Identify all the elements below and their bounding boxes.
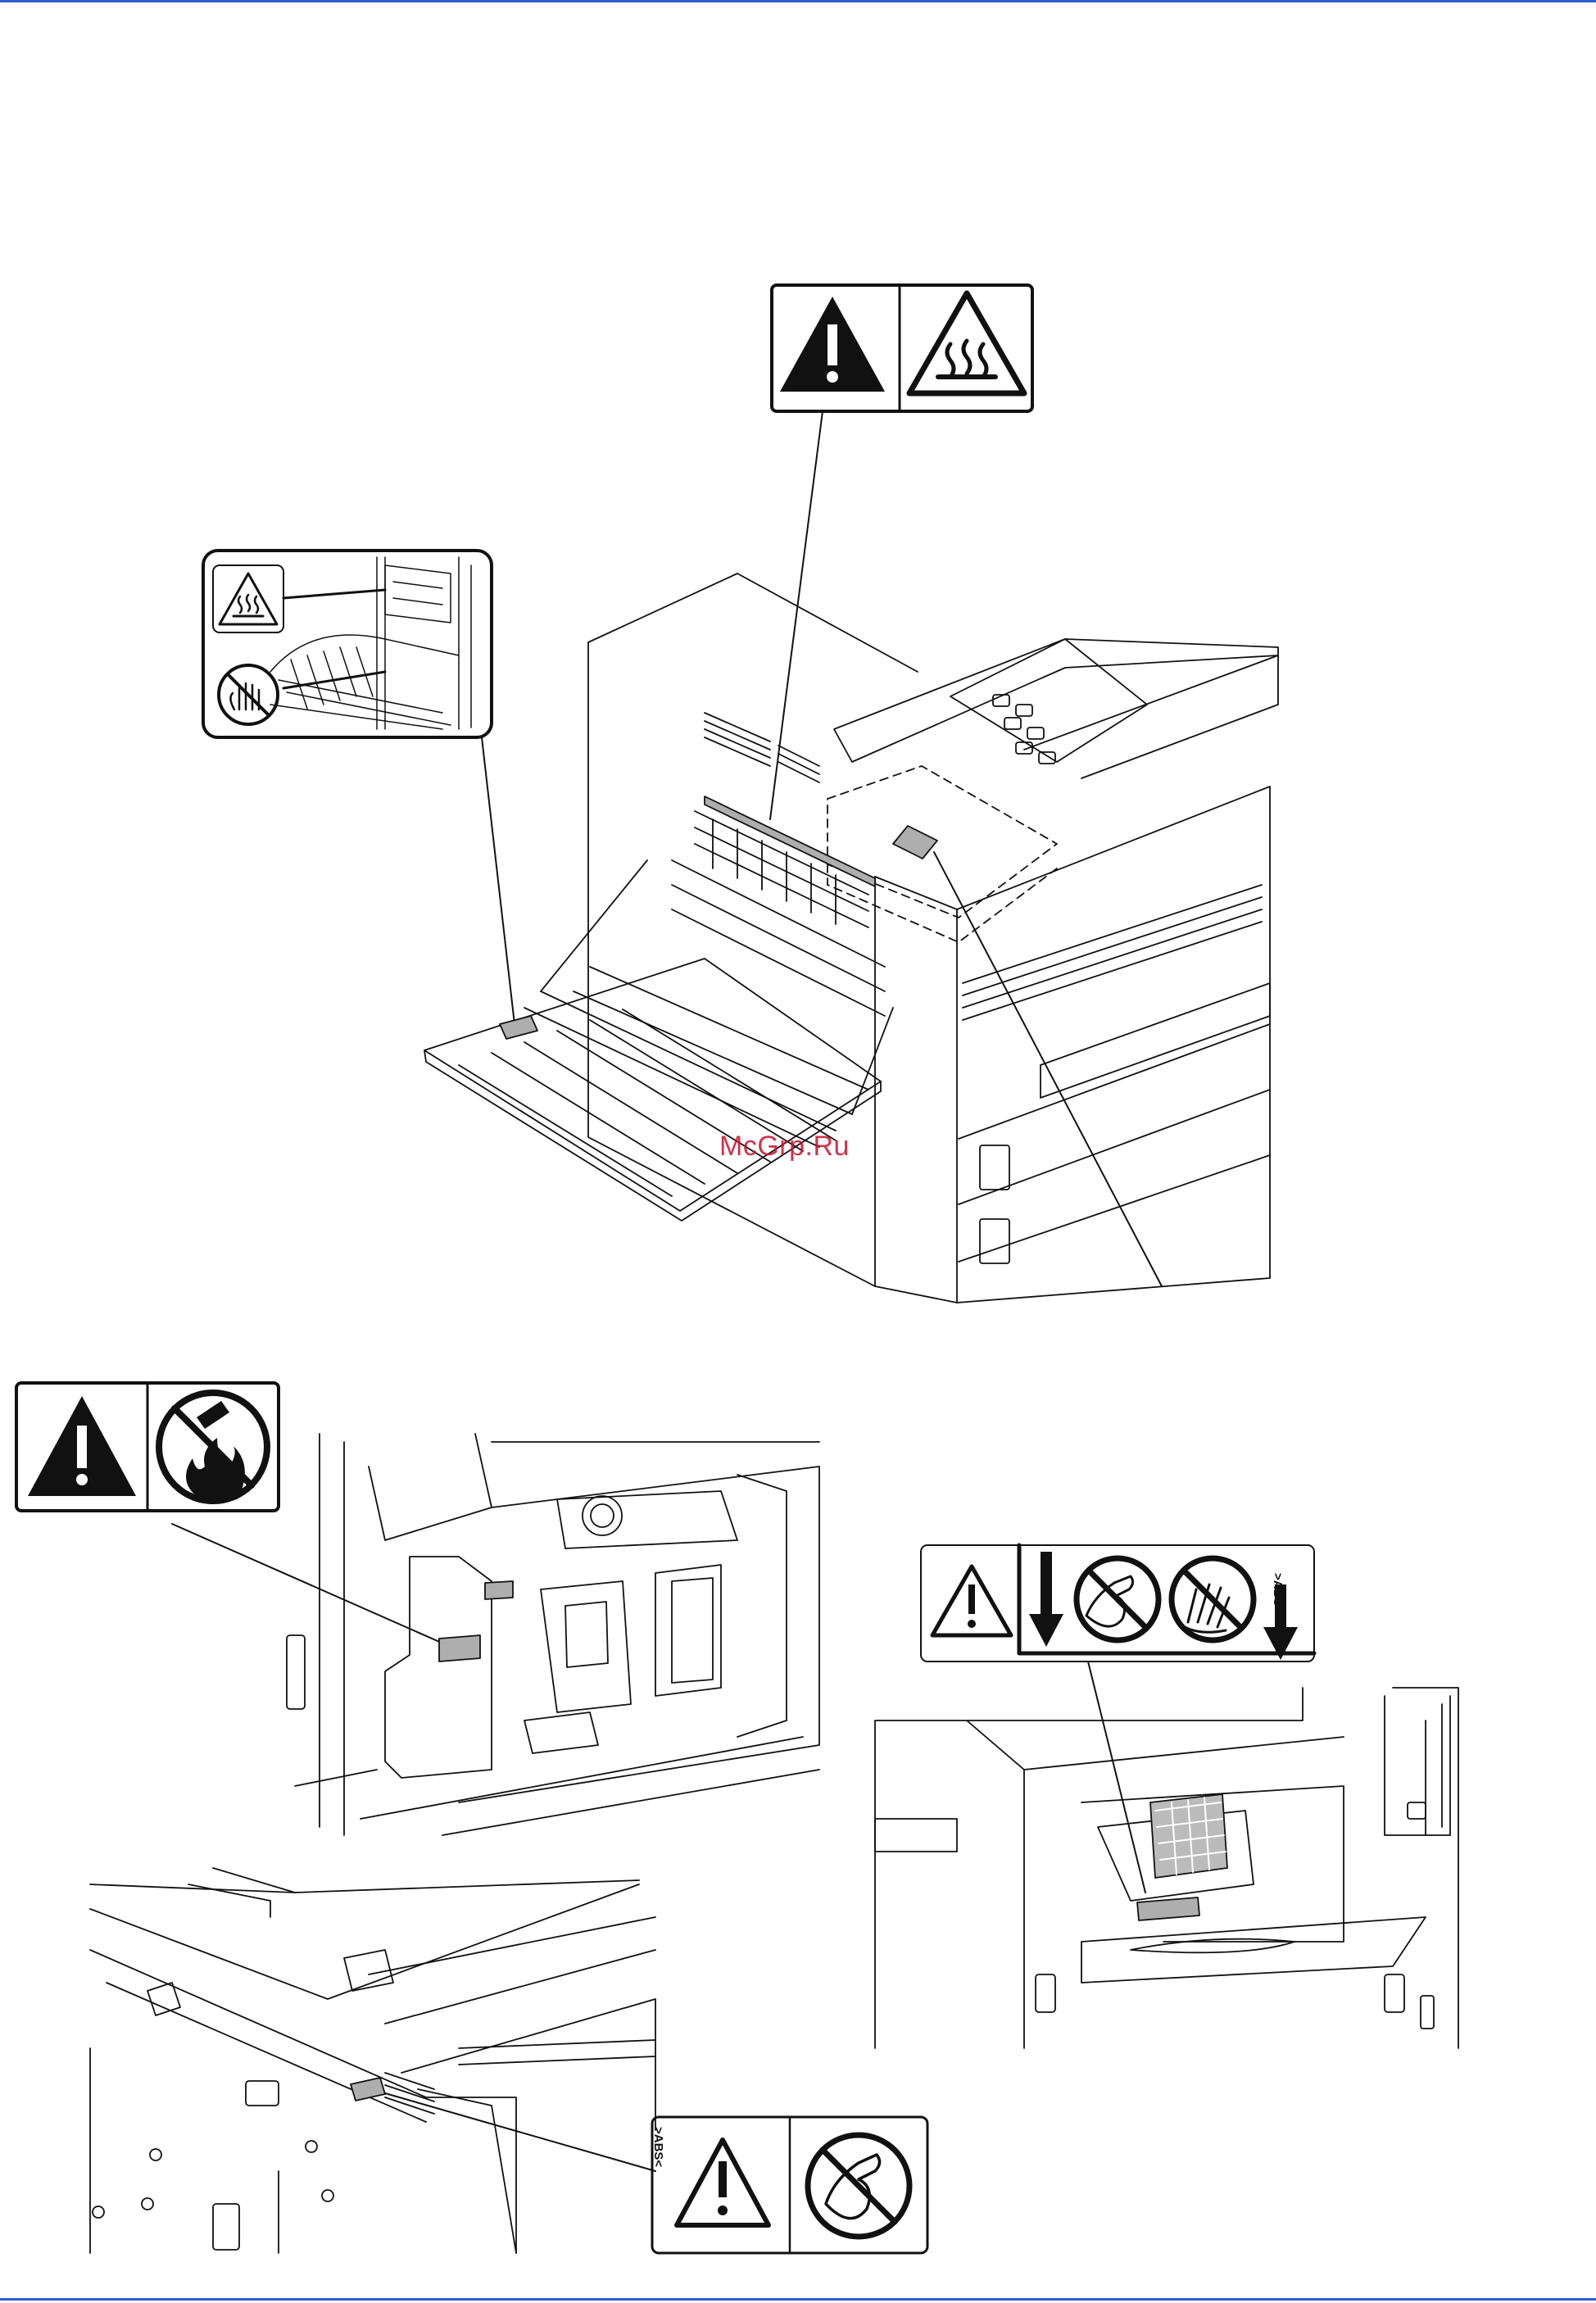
rear-cover	[424, 860, 893, 1221]
hot-surface-icon	[213, 565, 283, 632]
no-finger-icon	[808, 2135, 909, 2237]
no-finger-icon	[1077, 1558, 1158, 1640]
toner-label	[16, 1383, 279, 1511]
no-fire-icon	[159, 1393, 267, 1501]
warning-icon	[780, 297, 885, 392]
warning-icon	[28, 1396, 136, 1496]
leader-line	[172, 1524, 451, 1647]
abs-marking-bottom: >ABS<	[651, 2127, 665, 2167]
machine-rear-drawing	[424, 573, 1278, 1303]
leader-line	[385, 2093, 655, 2171]
no-hand-icon	[1172, 1558, 1254, 1640]
fuser-detail-drawing	[270, 557, 471, 729]
abs-marking-right: >ABS<	[1271, 1573, 1285, 1613]
hot-surface-icon	[909, 293, 1024, 393]
warning-icon	[677, 2140, 769, 2225]
no-touch-icon	[219, 665, 278, 724]
leader-line	[1088, 1662, 1145, 1893]
finisher-drawing	[90, 1868, 655, 2253]
vent-grille	[1150, 1794, 1227, 1878]
warning-icon	[932, 1566, 1011, 1635]
down-arrow-icon	[1029, 1552, 1063, 1647]
finger-pinch-label-bottom	[652, 2117, 927, 2253]
leader-line	[934, 852, 1162, 1286]
leader-line	[482, 737, 515, 1024]
finger-pinch-label-right	[921, 1545, 1314, 1662]
finisher-front-drawing	[875, 1688, 1458, 2048]
paper-path-label	[203, 551, 492, 737]
fuser-label	[772, 285, 1032, 411]
watermark: McGrp.Ru	[719, 1131, 850, 1163]
toner-area-drawing	[287, 1434, 819, 1835]
fuser-rollers	[574, 796, 885, 1114]
